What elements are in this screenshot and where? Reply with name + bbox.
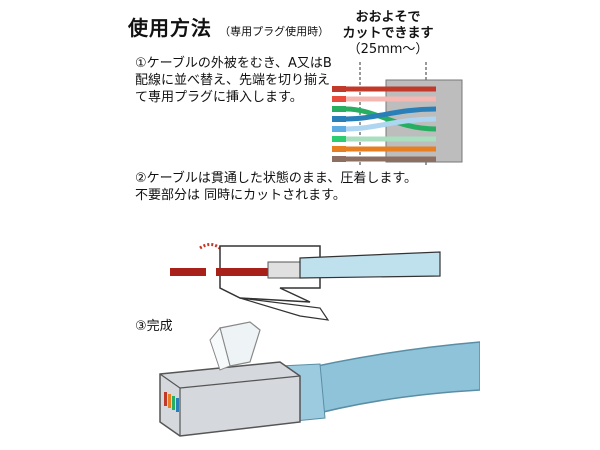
twisted-wires	[345, 86, 437, 162]
title-text: 使用方法	[128, 16, 212, 40]
cut-off-wire	[170, 268, 206, 276]
blue-cable-side	[299, 251, 441, 279]
title-subtitle: （専用プラグ使用時）	[219, 25, 330, 38]
note-line-1: おおよそで	[355, 10, 421, 25]
plug-latch	[239, 297, 330, 321]
note-line-2: カットできます	[342, 26, 434, 41]
completed-plug-illustration	[159, 321, 480, 437]
plug-contacts	[164, 392, 179, 412]
strip-length-note: おおよそで カットできます （25mm〜）	[336, 10, 440, 58]
step-2-text: ②ケーブルは貫通した状態のまま、圧着します。不要部分は 同時にカットされます。	[135, 171, 418, 203]
stripped-cable-illustration	[332, 62, 463, 166]
wire-ends	[332, 86, 346, 162]
inner-conductor	[216, 268, 272, 276]
crimping-illustration	[170, 243, 441, 321]
plug-shield	[159, 361, 301, 437]
step-1-text: ①ケーブルの外被をむき、A又はB配線に並べ替え、先端を切り揃えて専用プラグに挿入…	[135, 56, 332, 105]
step-3-text: ③完成	[135, 319, 173, 334]
blue-cable	[289, 341, 480, 419]
cut-motion-arc	[199, 243, 224, 252]
page-title: 使用方法 （専用プラグ使用時）	[128, 12, 329, 41]
note-length: （25mm〜）	[347, 42, 429, 57]
